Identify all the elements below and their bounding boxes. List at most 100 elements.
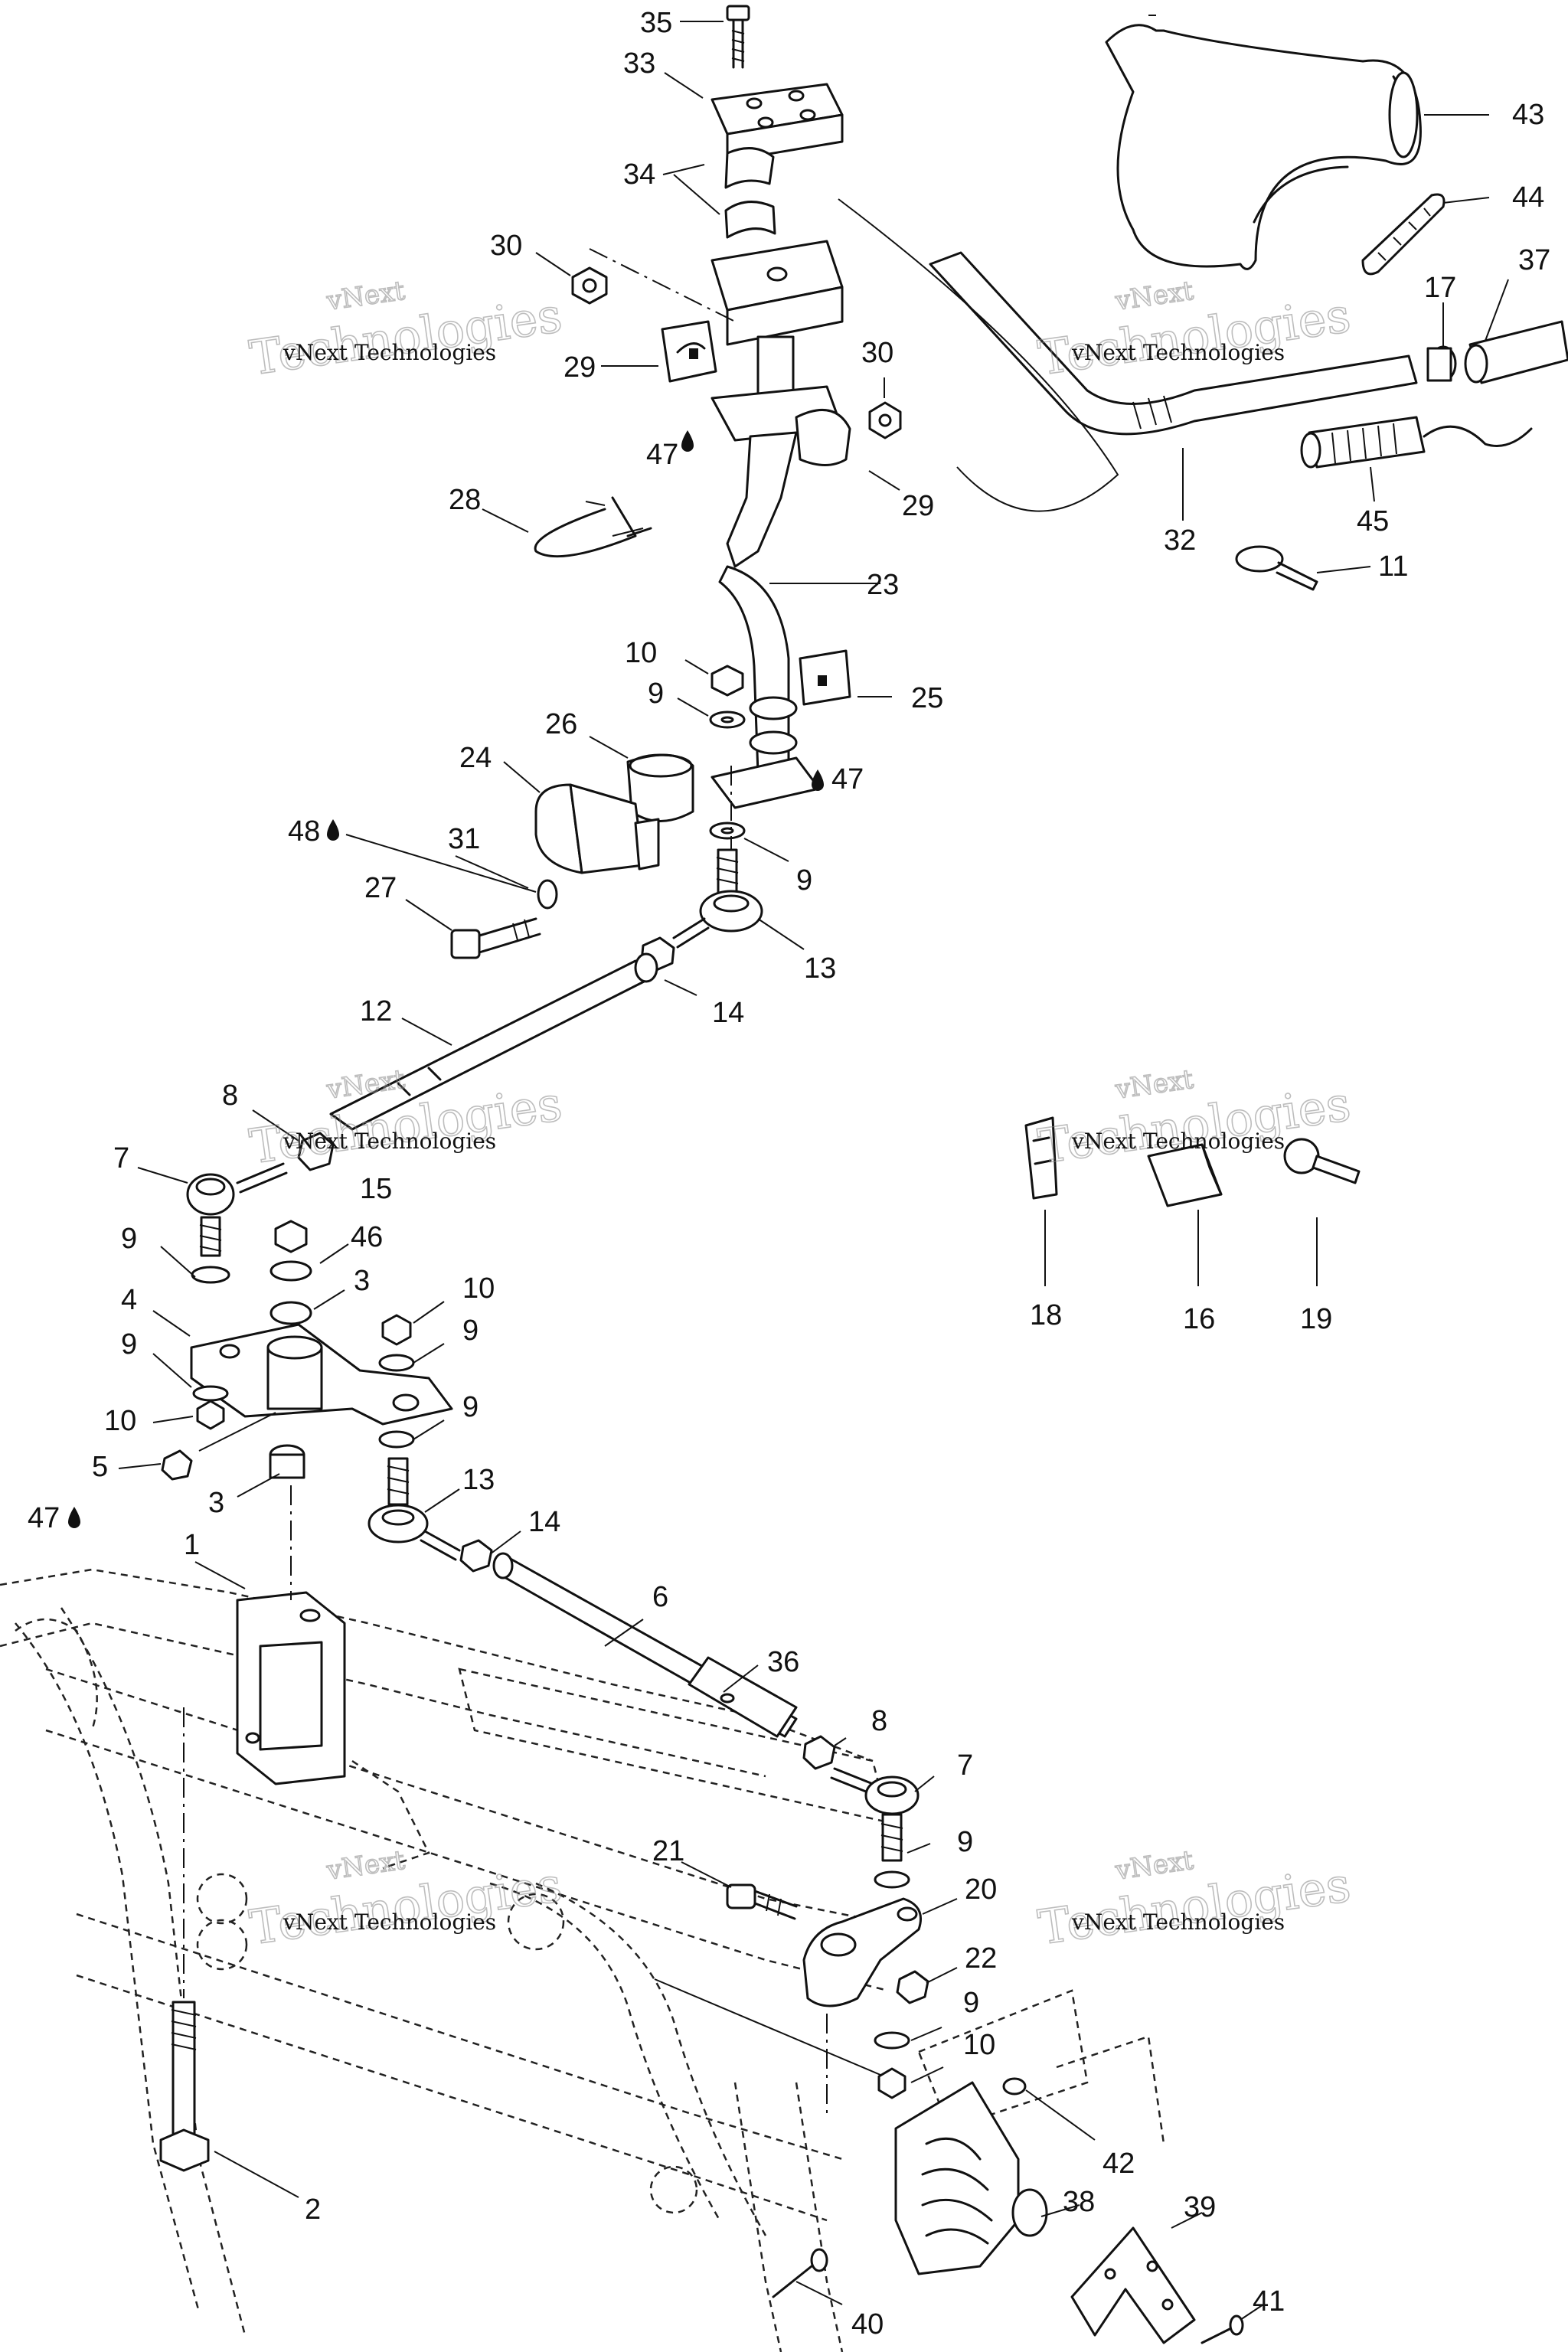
washers-nut-10-9 [709,665,746,840]
bushing-halves-34 [724,147,776,239]
tie-rod-end-7-right [830,1767,920,1889]
callout-29-right: 29 [902,490,934,522]
boot-38 [894,2081,1048,2275]
callout-42: 42 [1102,2148,1135,2180]
callout-18: 18 [1030,1299,1062,1331]
callout-7-right: 7 [957,1749,973,1782]
callout-14-top: 14 [712,997,744,1029]
svg-text:vNext Technologies: vNext Technologies [1071,1909,1285,1935]
callout-9-right-a: 9 [462,1315,479,1347]
watermark-5: vNext Technologies vNext Technologies [246,1844,566,1956]
callout-36: 36 [767,1646,799,1678]
callout-47-c: 47 [28,1502,60,1534]
callout-48: 48 [288,815,320,848]
callout-10-top: 10 [625,637,657,669]
key-19 [1283,1138,1361,1184]
clip-18 [1024,1116,1058,1200]
tie-rod-end-13-bottom [368,1457,493,1573]
ferrule-17 [1426,345,1457,382]
bracket-29-left [661,320,717,383]
callout-7-left: 7 [113,1142,129,1174]
center-lines [183,15,1156,2113]
callout-13-top: 13 [804,952,836,985]
callout-31: 31 [448,823,480,855]
clamp-cap-33 [710,83,844,162]
callout-2: 2 [305,2194,321,2226]
svg-text:vNext Technologies: vNext Technologies [1071,1129,1285,1154]
bolt-2 [159,2001,210,2172]
callout-13-bottom: 13 [462,1464,495,1496]
ubolt-28 [534,496,652,558]
callout-6: 6 [652,1581,668,1613]
shaft-23 [710,565,821,809]
heated-grip-45 [1300,416,1533,469]
column-body [710,240,851,568]
callout-14-bottom: 14 [528,1506,560,1538]
callout-16: 16 [1183,1303,1215,1335]
callout-11: 11 [1378,550,1408,583]
rivet-40 [772,2248,828,2298]
callout-10-bottom: 10 [963,2029,995,2061]
callout-35: 35 [640,7,672,39]
callout-40: 40 [851,2308,884,2341]
callout-20: 20 [965,1873,997,1906]
sleeve-16 [1147,1143,1223,1207]
callout-26: 26 [545,708,577,740]
clip-25 [799,649,851,706]
rod-6 [492,1552,836,1770]
bracket-24 [534,783,660,874]
callout-30-right: 30 [861,337,893,369]
callout-44: 44 [1512,181,1544,214]
callout-15: 15 [360,1173,392,1205]
tie-rod-end-13-top [640,848,763,972]
callout-9-top: 9 [648,678,664,710]
callout-1: 1 [184,1529,200,1561]
callout-9-shaft: 9 [796,864,812,897]
rivet-41 [1200,2314,1244,2344]
callout-4: 4 [121,1284,137,1316]
callout-30-left: 30 [490,230,522,262]
leader-lines [118,21,1509,2321]
callout-9-arm: 9 [957,1826,973,1858]
pitman-arm-4 [190,1220,453,1479]
callout-9-bottom: 9 [963,1987,979,2019]
tie-wrap-11 [1235,545,1318,591]
tie-rod-end-7-left [186,1132,335,1284]
callout-8-bottom: 8 [871,1705,887,1737]
callout-22: 22 [965,1942,997,1975]
nut-30-right [868,401,902,439]
svg-text:vNext Technologies: vNext Technologies [283,1909,496,1935]
callout-12: 12 [360,995,392,1027]
callout-9-left-a: 9 [121,1223,137,1255]
callout-19: 19 [1300,1303,1332,1335]
bolt-27 [450,879,558,959]
callout-24: 24 [459,742,492,774]
watermarks: vNext Technologies vNext Technologies vN… [246,275,1354,1956]
nut-22 [896,1970,929,2004]
callout-41: 41 [1253,2285,1285,2318]
bolt-35 [726,5,750,69]
callout-8-top: 8 [222,1080,238,1112]
callout-25: 25 [911,682,943,714]
callout-28: 28 [449,484,481,516]
callout-9-left-b: 9 [121,1328,137,1361]
rod-12 [329,952,658,1131]
mount-block-1 [236,1591,346,1785]
washers-right [378,1314,415,1449]
callout-46: 46 [351,1221,383,1253]
callout-17: 17 [1424,272,1456,304]
washer-42 [1002,2077,1027,2096]
callout-3-bottom: 3 [208,1487,224,1519]
plate-39 [1070,2226,1196,2344]
grip-37 [1464,320,1568,384]
callout-23: 23 [867,569,899,601]
arm-20 [802,1897,922,2007]
callout-39: 39 [1184,2191,1216,2223]
callout-10-right: 10 [462,1272,495,1305]
fitting-5 [161,1449,193,1481]
callout-21: 21 [652,1835,684,1867]
svg-text:vNext Technologies: vNext Technologies [283,340,496,365]
callout-47-b: 47 [831,763,864,795]
callout-29-left: 29 [564,351,596,384]
